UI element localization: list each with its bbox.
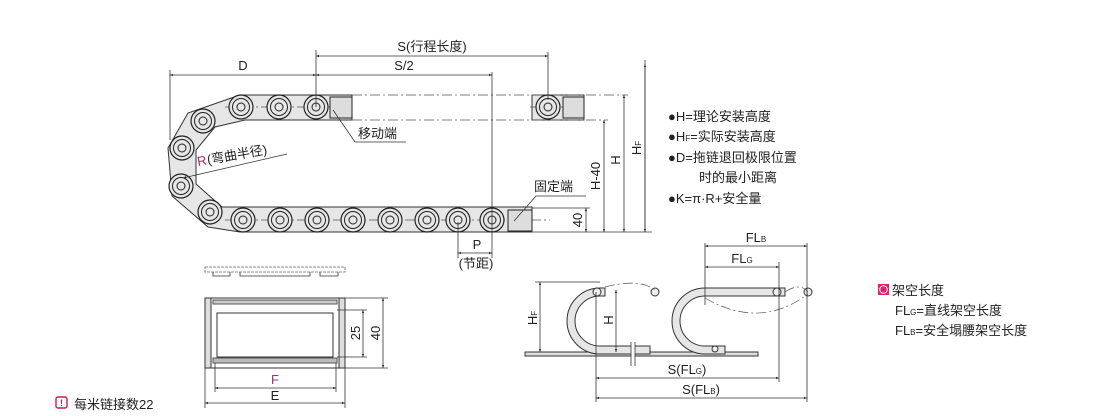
chain-link-pin [198,116,208,126]
links-per-meter-note: ! 每米链接数22 [55,396,153,412]
svg-text:(弯曲半径): (弯曲半径) [206,142,268,167]
chain-link-pin [270,98,288,116]
definitions-list: ●H=理论安装高度 ●HF=实际安装高度 ●D=拖链退回极限位置 时的最小距离 … [668,109,797,206]
chain-link-pin [236,102,246,112]
main-side-view: S(行程长度) S/2 D 40 H-40 H HF 移动端 固定端 R (弯曲… [167,39,652,271]
pitch-label: P [473,237,482,252]
exclamation-box-icon [55,396,68,409]
chain-link-pin [348,215,358,225]
chain-link-pin [381,211,399,229]
bend-radius-label: R (弯曲半径) [196,142,268,169]
uv-hf-label: HF [525,311,540,325]
dim-hf-label: HF [629,141,644,155]
stroke-label: S(行程长度) [397,39,466,54]
cross-section-view: 25 40 F E [204,266,388,408]
outer-width-label: E [271,388,280,403]
fixed-end-block [507,209,533,232]
svg-text:●H=理论安装高度: ●H=理论安装高度 [668,109,771,124]
chain-link-pin [194,112,212,130]
chain-link-pin [543,102,553,112]
chain-link-pin [422,215,432,225]
inner-height-label: 25 [348,326,363,340]
chain-link-pin [177,143,187,153]
svg-text:●HF=实际安装高度: ●HF=实际安装高度 [668,129,776,144]
chain-link-pin [234,211,252,229]
unsupported-length-view: HF H FLB FLG S(FLG) S(FLB) [524,230,813,402]
moving-end-label: 移动端 [358,126,397,141]
svg-text:R: R [196,153,208,169]
flg-label: FLG [731,251,752,266]
svg-text:●K=π·R+安全量: ●K=π·R+安全量 [668,191,761,206]
chain-link-pin [385,215,395,225]
chain-link-pin [172,177,190,195]
chain-link-pin [271,211,289,229]
uv-h-label: H [601,315,616,324]
svg-text:架空长度: 架空长度 [892,283,944,298]
svg-text:时的最小距离: 时的最小距离 [699,170,777,185]
svg-text:●D=拖链退回极限位置: ●D=拖链退回极限位置 [668,150,797,165]
chain-link-pin [308,211,326,229]
outer-height-label: 40 [368,326,383,340]
svg-text:FLB=安全塌腰架空长度: FLB=安全塌腰架空长度 [895,323,1027,338]
chain-link-pin [274,102,284,112]
svg-text:每米链接数22: 每米链接数22 [74,397,153,412]
chain-link-pin [312,215,322,225]
legend-marker-icon [878,284,889,295]
flb-label: FLB [746,230,767,245]
chain-link-pin [418,211,436,229]
pitch-note: (节距) [459,256,494,271]
chain-link-pin [176,181,186,191]
fixed-end-label: 固定端 [534,179,573,194]
s-flb-label: S(FLB) [682,382,720,397]
chain-link-pin [173,139,191,157]
chain-link-pin [232,98,250,116]
s-flg-label: S(FLG) [668,362,707,377]
moving-end-block [329,96,353,119]
chain-link-pin [238,215,248,225]
chain-link-pin [201,203,219,221]
unsupported-length-legend: 架空长度 FLG=直线架空长度 FLB=安全塌腰架空长度 [878,283,1027,338]
dim-h-label: H [608,155,623,164]
chain-link-pin [205,207,215,217]
svg-text:FLG=直线架空长度: FLG=直线架空长度 [895,303,1002,318]
half-stroke-label: S/2 [394,58,414,73]
chain-link-pin [275,215,285,225]
chain-link-pin [344,211,362,229]
dim-h40-label: H-40 [588,162,603,190]
d-label: D [238,58,247,73]
svg-text:!: ! [60,398,63,408]
inner-width-label: F [271,372,279,387]
dim-40-label: 40 [570,213,585,227]
chain-links [168,94,561,233]
